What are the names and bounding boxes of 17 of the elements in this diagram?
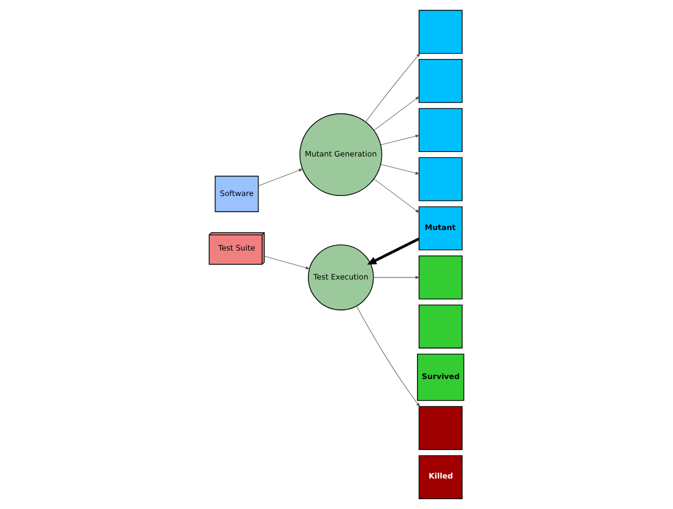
arrow [374,96,420,131]
node-box [418,406,463,450]
arrow [367,238,420,265]
arrow [380,164,420,175]
node-box [418,58,463,103]
arrow [365,52,420,122]
arrow [373,276,420,279]
node-box [418,304,463,348]
arrow [374,178,420,214]
arrow [264,256,310,270]
node-box [418,255,463,300]
arrow [380,134,420,146]
arrow [258,168,304,186]
node-box [418,10,463,54]
node-box [418,157,463,202]
arrow [356,306,420,408]
node-box [418,108,463,152]
